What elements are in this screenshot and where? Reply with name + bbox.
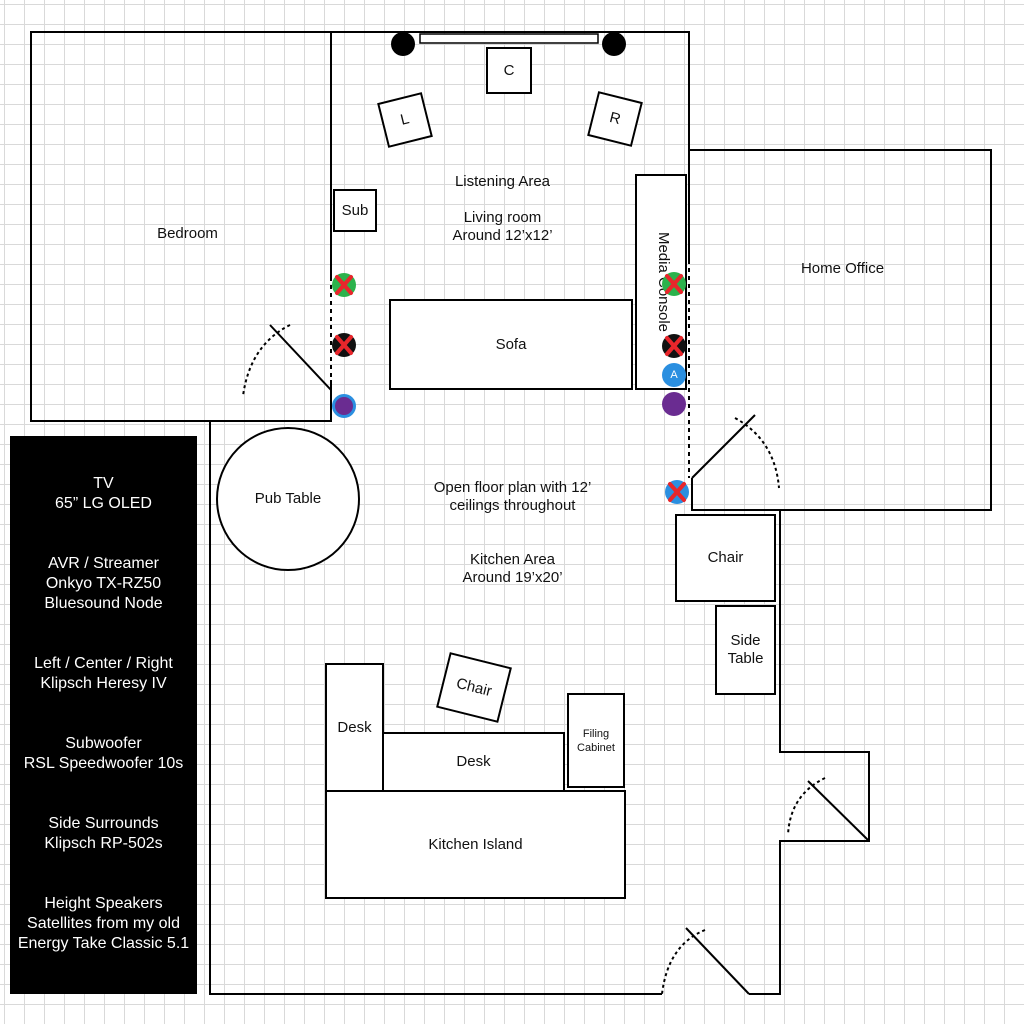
legend-tv: TV 65” LG OLED (10, 474, 197, 514)
legend-height-line3: Energy Take Classic 5.1 (17, 935, 190, 952)
chair-label: Chair (707, 549, 744, 566)
filing-cabinet-label-line1: Filing (582, 727, 610, 740)
x-icon (665, 274, 683, 294)
desk-horizontal-label: Desk (456, 753, 491, 770)
center-speaker: C (486, 47, 532, 94)
main-outer-wall (209, 420, 662, 995)
bedroom-door[interactable] (242, 324, 332, 397)
kitchen-island-label: Kitchen Island (428, 835, 523, 853)
front-height-speaker-left (391, 32, 415, 56)
office-door[interactable] (691, 414, 780, 489)
front-height-speaker-right (602, 32, 626, 56)
legend-height-speakers: Height Speakers Satellites from my old E… (10, 894, 197, 954)
desk-vertical-label: Desk (337, 718, 372, 736)
sofa: Sofa (389, 299, 633, 390)
surround-marker-right-1 (662, 272, 686, 296)
x-icon (668, 482, 686, 502)
pub-table: Pub Table (216, 427, 360, 571)
surround-marker-left-1 (332, 273, 356, 297)
desk-horizontal: Desk (382, 732, 565, 792)
equipment-legend: TV 65” LG OLED AVR / Streamer Onkyo TX-R… (10, 436, 197, 994)
legend-lcr-model: Klipsch Heresy IV (40, 675, 167, 692)
legend-side-surrounds: Side Surrounds Klipsch RP-502s (10, 814, 197, 854)
surround-marker-right-3 (662, 392, 686, 416)
marker-a-label: A (670, 369, 678, 381)
subwoofer: Sub (333, 189, 377, 232)
center-speaker-label: C (503, 61, 515, 79)
right-speaker-label: R (607, 108, 623, 129)
legend-streamer-model: Bluesound Node (44, 595, 163, 612)
legend-subwoofer-title: Subwoofer (65, 735, 142, 752)
front-door[interactable] (661, 927, 750, 995)
left-speaker-label: L (398, 110, 411, 129)
floor-plan-note-line2: ceilings throughout (449, 497, 576, 514)
surround-marker-right-4 (665, 480, 689, 504)
sofa-label: Sofa (495, 335, 527, 353)
x-icon (665, 336, 683, 356)
pub-table-label: Pub Table (254, 490, 322, 507)
floor-plan-note-line1: Open floor plan with 12’ (433, 479, 592, 496)
marker-a: A (662, 363, 686, 387)
living-room-label: Living room (463, 209, 542, 226)
surround-marker-right-2 (662, 334, 686, 358)
kitchen-area-label: Kitchen Area (469, 551, 556, 568)
surround-marker-left-2 (332, 333, 356, 357)
filing-cabinet: Filing Cabinet (567, 693, 625, 788)
x-icon (335, 335, 353, 355)
tv-shape (419, 33, 599, 44)
bedroom-label: Bedroom (157, 225, 218, 242)
side-table: Side Table (715, 605, 776, 695)
legend-tv-model: 65” LG OLED (55, 495, 152, 512)
legend-lcr: Left / Center / Right Klipsch Heresy IV (10, 654, 197, 694)
legend-height-title: Height Speakers (44, 895, 163, 912)
legend-subwoofer-model: RSL Speedwoofer 10s (23, 755, 184, 772)
kitchen-area-size: Around 19’x20’ (462, 569, 563, 586)
legend-avr-title: AVR / Streamer (48, 555, 159, 572)
legend-subwoofer: Subwoofer RSL Speedwoofer 10s (10, 734, 197, 774)
kitchen-island: Kitchen Island (325, 790, 626, 899)
side-table-label-line2: Table (727, 650, 764, 667)
home-office-wall (689, 149, 992, 511)
desk-vertical: Desk (325, 663, 384, 792)
side-door[interactable] (787, 777, 870, 842)
chair: Chair (675, 514, 776, 602)
filing-cabinet-label-line2: Cabinet (577, 741, 615, 754)
legend-height-line2: Satellites from my old (27, 915, 180, 932)
listening-area-label: Listening Area (454, 173, 551, 190)
living-room-wall (331, 31, 690, 260)
living-room-size: Around 12’x12’ (452, 227, 553, 244)
home-office-label: Home Office (800, 260, 885, 277)
legend-tv-title: TV (93, 475, 114, 492)
legend-avr: AVR / Streamer Onkyo TX-RZ50 Bluesound N… (10, 554, 197, 614)
legend-lcr-title: Left / Center / Right (34, 655, 173, 672)
side-table-label-line1: Side (730, 632, 761, 649)
legend-avr-model: Onkyo TX-RZ50 (45, 575, 162, 592)
legend-side-surrounds-model: Klipsch RP-502s (44, 835, 163, 852)
desk-chair-label: Chair (454, 674, 494, 700)
surround-marker-left-3 (332, 394, 356, 418)
subwoofer-label: Sub (341, 201, 369, 219)
x-icon (335, 275, 353, 295)
legend-side-surrounds-title: Side Surrounds (48, 815, 159, 832)
